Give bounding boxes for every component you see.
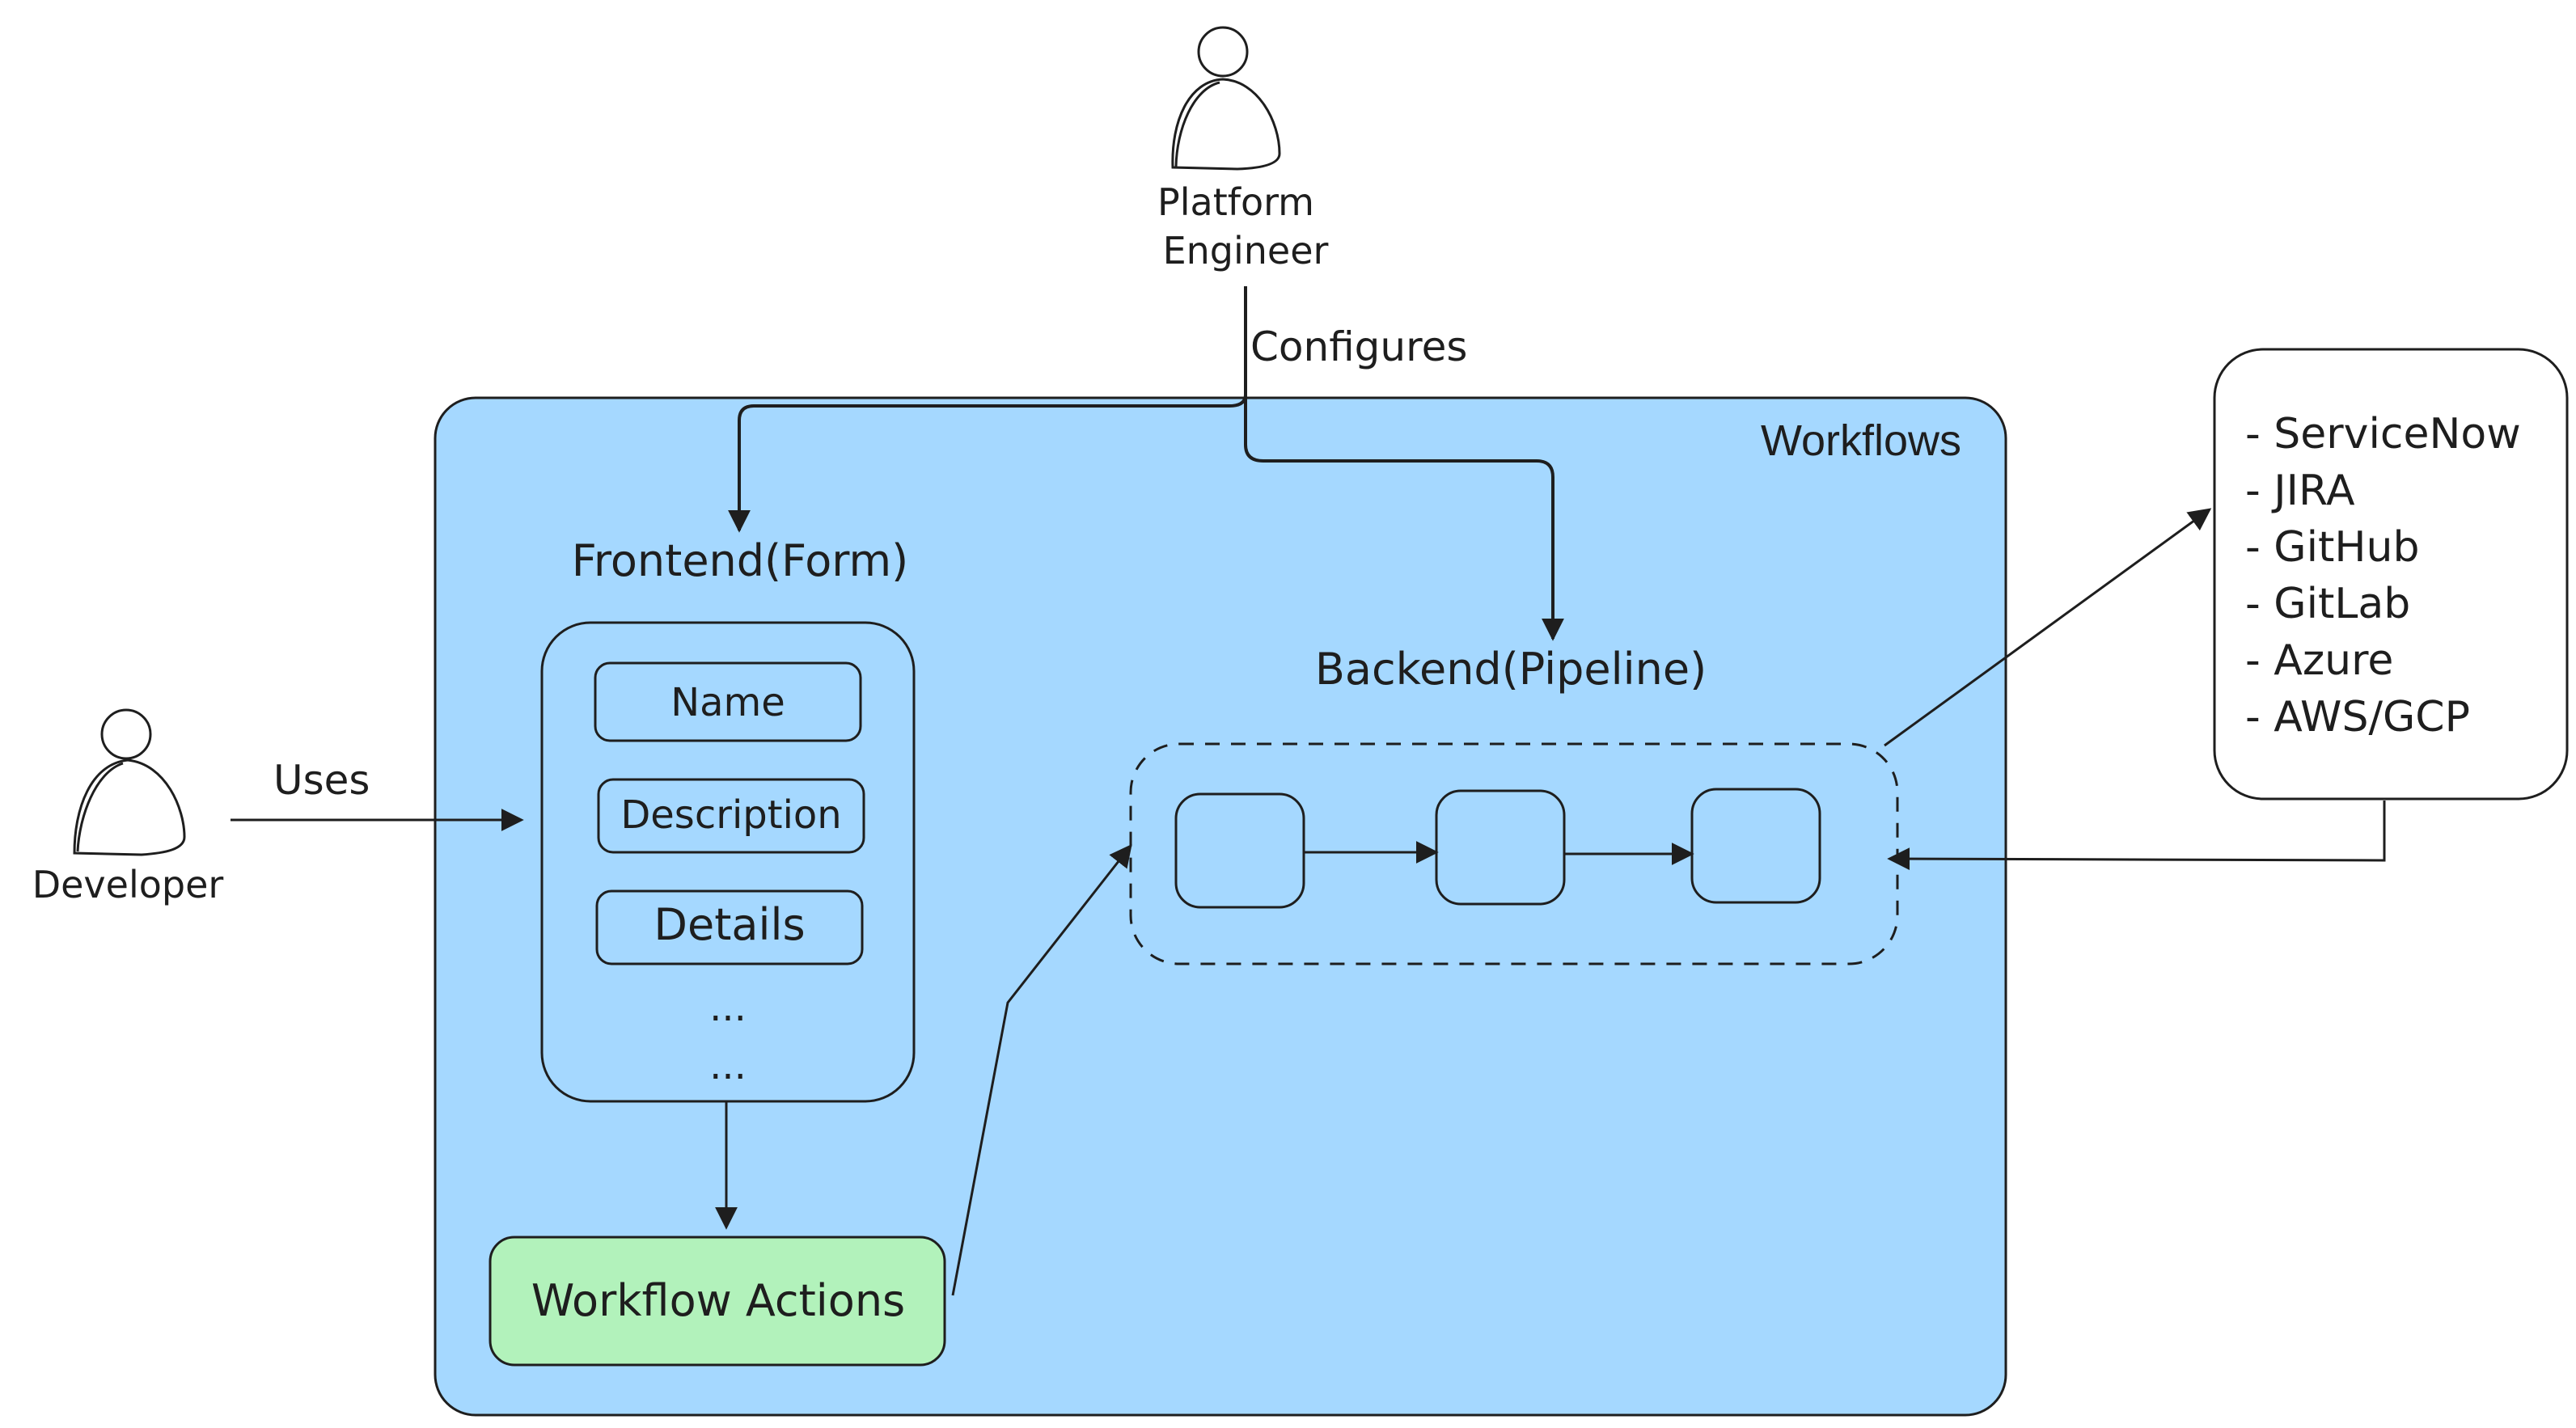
platform-engineer-label-line2: Engineer [1163, 229, 1329, 273]
pipeline-to-integrations-arrow [1884, 508, 2212, 747]
integration-item-github: - GitHub [2245, 523, 2420, 572]
backend-title: Backend(Pipeline) [1315, 644, 1707, 695]
form-field-name[interactable]: Name [594, 661, 862, 742]
integrations-to-pipeline-arrow [1887, 801, 2386, 871]
platform-engineer-label-line1: Platform [1157, 180, 1314, 224]
integration-item-azure: - Azure [2245, 636, 2393, 685]
configures-label: Configures [1250, 323, 1467, 370]
pipeline-step-1[interactable] [1174, 792, 1305, 909]
actions-to-backend-arrow [951, 843, 1132, 1296]
platform-engineer-actor: Platform Engineer [1157, 26, 1329, 273]
form-field-description-label: Description [620, 792, 841, 838]
integration-item-servicenow: - ServiceNow [2245, 410, 2521, 458]
form-field-details[interactable]: Details [595, 889, 864, 965]
form-field-details-label: Details [654, 899, 805, 950]
integrations-box: - ServiceNow - JIRA - GitHub - GitLab - … [2213, 348, 2569, 801]
workflows-title: Workflows [1761, 416, 1961, 465]
developer-label: Developer [32, 863, 224, 906]
workflow-actions-box[interactable]: Workflow Actions [489, 1236, 946, 1367]
form-ellipsis-1: ... [709, 985, 747, 1030]
form-field-name-label: Name [670, 680, 785, 725]
developer-actor: Developer [32, 708, 224, 906]
person-icon [1171, 26, 1281, 171]
workflow-actions-label: Workflow Actions [531, 1275, 905, 1326]
person-icon [73, 708, 186, 856]
configures-connector [728, 286, 1564, 641]
uses-label: Uses [273, 757, 370, 804]
frontend-title: Frontend(Form) [572, 535, 908, 586]
form-ellipsis-2: ... [709, 1043, 747, 1088]
frontend-form-card [540, 621, 916, 1103]
frontend-form: Frontend(Form) Name Description Details … [540, 535, 916, 1103]
integration-item-aws-gcp: - AWS/GCP [2245, 693, 2470, 741]
integration-item-jira: - JIRA [2245, 467, 2355, 515]
integration-item-gitlab: - GitLab [2245, 580, 2410, 628]
form-field-description[interactable]: Description [597, 778, 865, 854]
configures-arrow-to-backend [1244, 286, 1564, 641]
